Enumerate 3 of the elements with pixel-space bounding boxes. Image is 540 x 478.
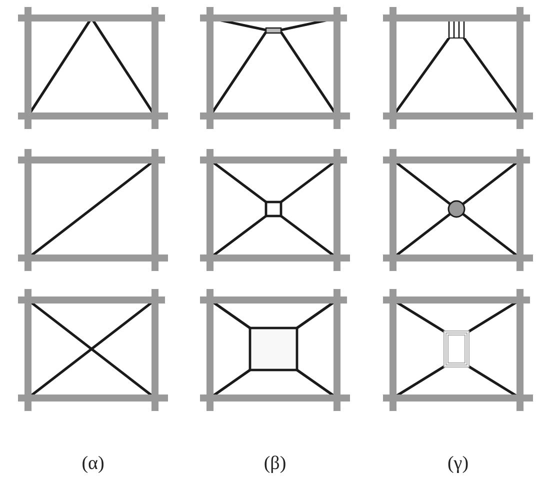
panel-label: (γ) <box>447 452 469 476</box>
panel-label: (α) <box>82 452 104 476</box>
panel-label: (β) <box>264 452 286 476</box>
